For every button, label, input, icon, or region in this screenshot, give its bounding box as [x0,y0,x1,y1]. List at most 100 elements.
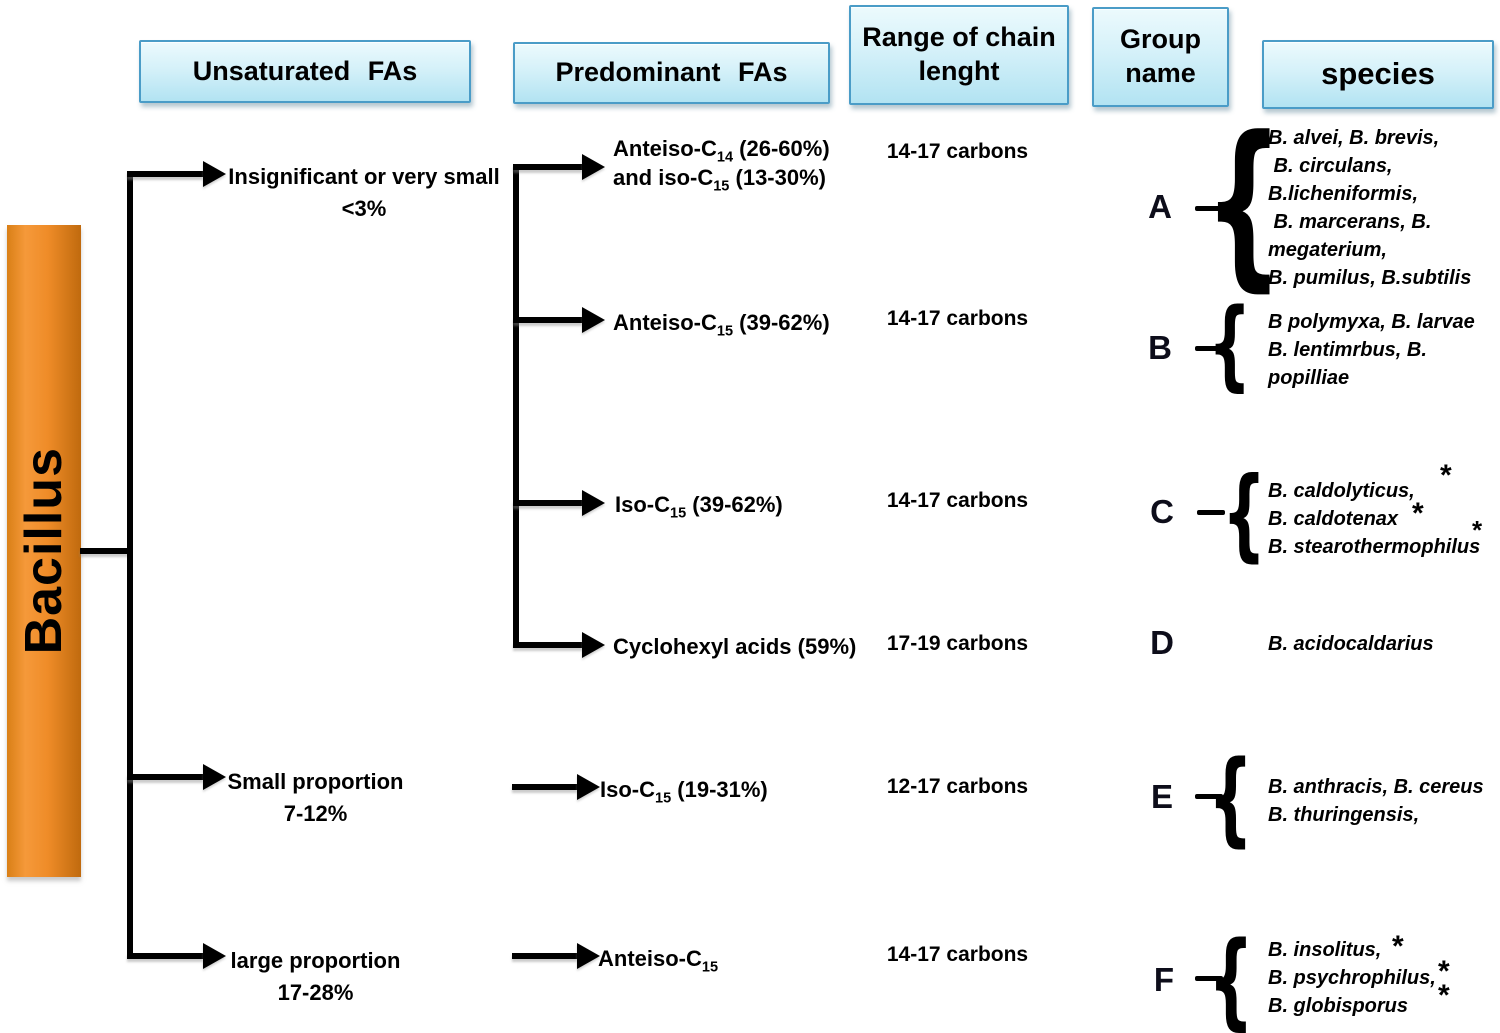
chain-length-1: 14-17 carbons [886,140,1029,163]
fa-text-line: Iso-C15 (39-62%) [615,492,783,522]
fa-text-line: Cyclohexyl acids (59%) [613,634,857,659]
branch-line-fa2 [513,317,582,323]
arrowhead-icon [582,154,605,180]
species-list-group-f: B. insolitus, B. psychrophilus, B. globi… [1268,936,1436,1020]
header-unsaturated-fas: Unsaturated FAs [139,40,471,103]
unsaturated-level-large: large proportion 17-28% [218,945,413,1009]
arrowhead-icon [582,632,605,658]
group-letter-c: C [1150,493,1174,530]
arrowhead-icon [203,161,226,187]
predominant-fa-1: Anteiso-C14 (26-60%) and iso-C15 (13-30%… [613,134,830,195]
branch-line-fa5 [512,784,577,790]
brace-tick [1197,510,1225,515]
level2-trunk-line [513,164,519,648]
header-group-name: Group name [1092,7,1229,107]
group-letter-d: D [1150,624,1174,661]
species-item: B. lentimrbus, B. [1268,339,1427,361]
branch-line-fa6 [512,953,577,959]
branch-line-small [127,774,203,780]
asterisk-marker: * [1412,497,1424,530]
unsaturated-level-label: large proportion [230,948,401,973]
curly-brace-b: { [1208,288,1252,402]
header-chain-length: Range of chain lenght [849,5,1069,105]
brace-tick [1195,346,1223,351]
chain-length-2: 14-17 carbons [886,307,1029,330]
unsaturated-level-label: Insignificant or very small [228,164,500,189]
predominant-fa-3: Iso-C15 (39-62%) [615,490,783,522]
fa-text-line: and iso-C15 (13-30%) [613,165,826,195]
unsaturated-level-value: 17-28% [277,980,354,1005]
species-list-group-c: B. caldolyticus, B. caldotenax B. stearo… [1268,477,1480,561]
arrowhead-icon [203,764,226,790]
arrowhead-icon [203,943,226,969]
predominant-fa-4: Cyclohexyl acids (59%) [613,632,856,661]
root-node-label: Bacillus [15,447,73,655]
asterisk-marker: * [1392,930,1404,963]
branch-line-fa4 [513,642,582,648]
asterisk-marker: * [1438,979,1450,1012]
chain-length-5: 12-17 carbons [886,775,1029,798]
group-letter-a: A [1148,188,1172,225]
arrowhead-icon [577,774,600,800]
predominant-fa-2: Anteiso-C15 (39-62%) [613,308,830,340]
fa-text-line: Anteiso-C14 (26-60%) [613,136,830,166]
species-item: B. insolitus, [1268,939,1382,961]
unsaturated-level-small: Small proportion 7-12% [218,766,413,830]
chain-length-6: 14-17 carbons [886,943,1029,966]
header-predominant-fas: Predominant FAs [513,42,830,104]
unsaturated-level-value: 7-12% [283,801,348,826]
branch-line-large [127,953,203,959]
branch-line-insignificant [127,171,203,177]
species-item: popilliae [1268,367,1350,389]
curly-brace-f: { [1208,919,1254,1033]
species-item: B. globisporus [1268,995,1408,1017]
chain-length-4: 17-19 carbons [886,632,1029,655]
species-list-group-a: B. alvei, B. brevis, B. circulans, B.lic… [1268,124,1471,292]
header-species: species [1262,40,1494,109]
curly-brace-e: { [1208,739,1254,858]
fa-text-line: Anteiso-C15 (39-62%) [613,310,830,340]
species-item: B. anthracis, B. cereus [1268,776,1484,798]
group-letter-e: E [1150,778,1173,815]
arrowhead-icon [582,490,605,516]
group-letter-f: F [1153,961,1175,998]
unsaturated-level-label: Small proportion [227,769,404,794]
brace-tick [1195,206,1223,211]
predominant-fa-5: Iso-C15 (19-31%) [600,775,768,807]
species-list-group-b: B polymyxa, B. larvae B. lentimrbus, B. … [1268,308,1475,392]
curly-brace-a: { [1204,99,1284,308]
root-connector-line [80,548,128,554]
species-list-group-d: B. acidocaldarius [1268,630,1434,658]
asterisk-marker: * [1440,459,1452,492]
species-item: B.licheniformis, [1268,183,1419,205]
species-item: B. acidocaldarius [1268,633,1434,655]
level1-trunk-line [127,171,133,959]
arrowhead-icon [582,307,605,333]
species-item: B. alvei, B. brevis, [1268,127,1440,149]
species-item: B polymyxa, B. larvae [1268,311,1475,333]
species-item: B. psychrophilus, [1268,967,1436,989]
species-item: B. caldolyticus, [1268,480,1415,502]
bacillus-root-node: Bacillus [7,225,81,877]
branch-line-fa3 [513,500,582,506]
species-item: B. thuringensis, [1268,804,1420,826]
unsaturated-level-value: <3% [341,196,387,221]
unsaturated-level-insignificant: Insignificant or very small <3% [225,161,503,225]
species-item: B. pumilus, B.subtilis [1268,267,1472,289]
fa-text-line: Anteiso-C15 [598,946,719,976]
predominant-fa-6: Anteiso-C15 [598,944,719,976]
species-item: megaterium, [1268,239,1387,261]
group-letter-b: B [1148,329,1172,366]
species-item: B. circulans, [1268,155,1393,177]
curly-brace-c: { [1222,455,1267,572]
brace-tick [1195,794,1223,799]
fa-text-line: Iso-C15 (19-31%) [600,777,768,807]
asterisk-marker: * [1472,515,1483,545]
species-item: B. marcerans, B. [1268,211,1432,233]
arrowhead-icon [577,943,600,969]
branch-line-fa1 [513,164,582,170]
species-item: B. caldotenax [1268,508,1399,530]
chain-length-3: 14-17 carbons [886,489,1029,512]
species-list-group-e: B. anthracis, B. cereus B. thuringensis, [1268,773,1484,829]
